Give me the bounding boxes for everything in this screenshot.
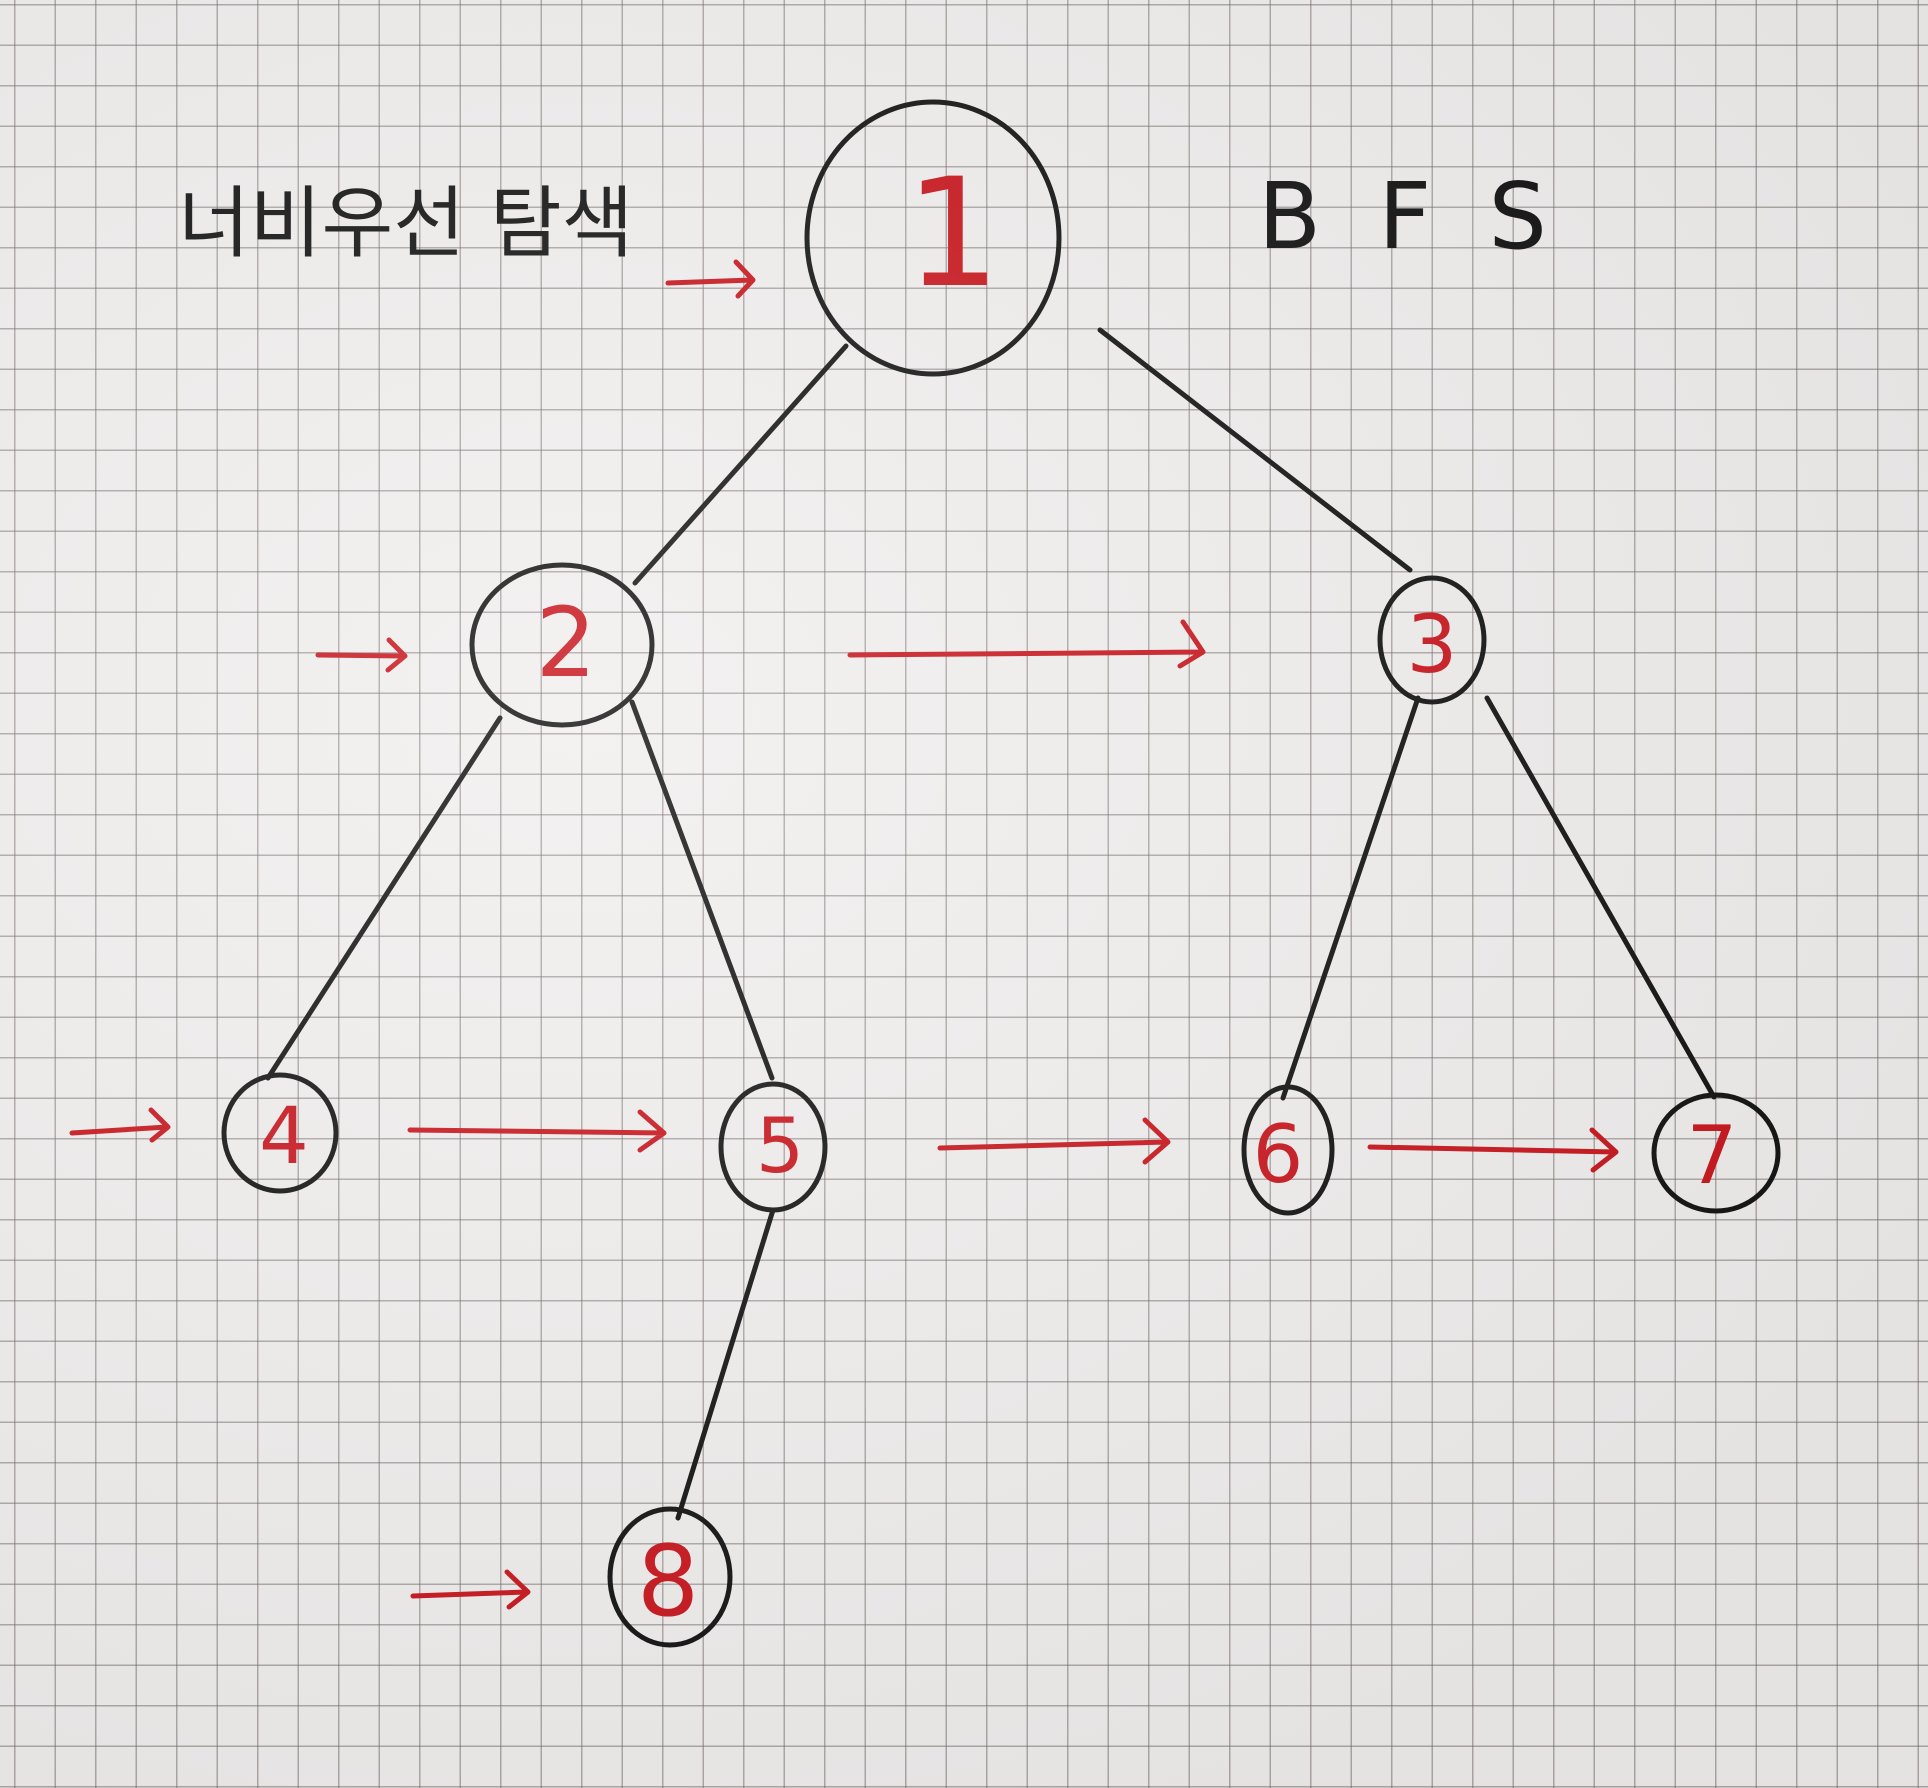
node-5-label: 5 bbox=[756, 1101, 804, 1190]
bfs-order-arrows bbox=[69, 259, 1619, 1610]
node-2-circle bbox=[469, 562, 655, 728]
node-8-circle bbox=[607, 1506, 733, 1648]
node-6-label: 6 bbox=[1253, 1108, 1304, 1201]
arrow-node-4-to-5 bbox=[407, 1109, 667, 1153]
edge-3-7 bbox=[1484, 695, 1717, 1100]
tree-edges bbox=[265, 327, 1717, 1521]
node-3-label: 3 bbox=[1407, 598, 1458, 691]
node-8-label: 8 bbox=[637, 1525, 699, 1639]
node-1-label: 1 bbox=[905, 147, 1000, 321]
edge-1-3 bbox=[1097, 327, 1413, 573]
node-7-label: 7 bbox=[1687, 1109, 1738, 1202]
node-2-label: 2 bbox=[535, 587, 596, 699]
node-3-circle bbox=[1377, 575, 1487, 705]
arrow-into-node-4 bbox=[69, 1107, 171, 1143]
title-english: B F S bbox=[1258, 163, 1561, 270]
arrow-node-6-to-7 bbox=[1367, 1127, 1619, 1173]
tree-nodes bbox=[221, 99, 1781, 1648]
node-7-circle bbox=[1651, 1092, 1781, 1214]
arrow-into-node-8 bbox=[410, 1569, 531, 1610]
node-1-circle bbox=[804, 99, 1062, 377]
edge-2-4 bbox=[265, 715, 503, 1081]
arrow-into-node-2 bbox=[315, 637, 408, 673]
edge-1-2 bbox=[632, 343, 849, 586]
node-6-circle bbox=[1241, 1084, 1335, 1216]
node-labels: 1 2 3 4 5 6 7 8 bbox=[259, 147, 1737, 1639]
node-5-circle bbox=[718, 1081, 828, 1213]
node-4-circle bbox=[221, 1072, 339, 1194]
edge-5-8 bbox=[675, 1207, 776, 1521]
arrow-node-2-to-3 bbox=[847, 619, 1206, 669]
arrow-node-5-to-6 bbox=[937, 1117, 1171, 1165]
node-4-label: 4 bbox=[259, 1092, 309, 1182]
edge-2-5 bbox=[629, 699, 775, 1081]
arrow-into-node-1 bbox=[665, 259, 756, 299]
title-korean: 너비우선 탐색 bbox=[178, 179, 633, 269]
edge-3-6 bbox=[1280, 695, 1421, 1101]
